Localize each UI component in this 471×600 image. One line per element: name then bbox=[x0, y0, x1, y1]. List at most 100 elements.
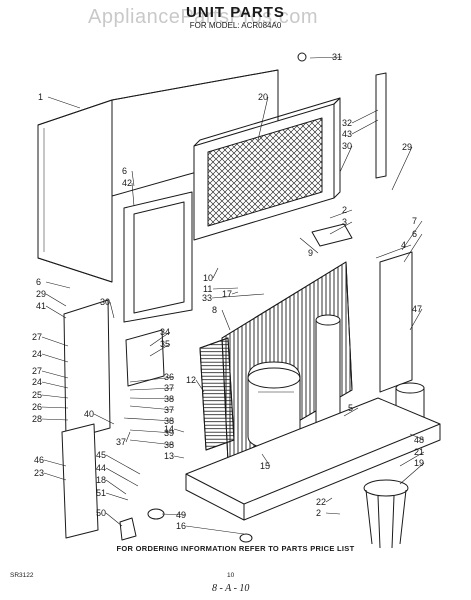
part-callout-number: 21 bbox=[414, 447, 424, 457]
callout-leader-line bbox=[43, 459, 67, 467]
part-callout-number: 6 bbox=[122, 166, 127, 176]
callout-leader-line bbox=[409, 308, 423, 331]
ordering-note: FOR ORDERING INFORMATION REFER TO PARTS … bbox=[116, 544, 355, 553]
part-callout-number: 48 bbox=[414, 435, 424, 445]
callout-leader-line bbox=[105, 479, 127, 495]
part-callout-number: 38 bbox=[164, 394, 174, 404]
part-callout-number: 11 bbox=[203, 284, 212, 294]
part-callout-number: 6 bbox=[412, 229, 417, 239]
callout-leader-line bbox=[325, 497, 333, 503]
cabinet-shell bbox=[37, 69, 279, 283]
callout-leader-line bbox=[105, 454, 141, 475]
side-strip bbox=[375, 72, 387, 179]
part-callout-number: 38 bbox=[164, 440, 174, 450]
accumulator bbox=[315, 314, 341, 434]
callout-leader-line bbox=[43, 472, 67, 481]
part-callout-number: 6 bbox=[36, 277, 41, 287]
callout-leader-line bbox=[123, 417, 175, 422]
callout-leader-line bbox=[149, 343, 171, 357]
part-callout-number: 7 bbox=[412, 216, 417, 226]
part-callout-number: 2 bbox=[316, 508, 321, 518]
handwritten-mark: 8 - A - 10 bbox=[212, 583, 250, 594]
callout-leader-line bbox=[45, 305, 67, 319]
part-callout-number: 38 bbox=[164, 416, 174, 426]
part-callout-number: 8 bbox=[212, 305, 217, 315]
callout-leader-line bbox=[329, 209, 353, 219]
callout-leader-line bbox=[221, 309, 231, 331]
part-callout-number: 12 bbox=[186, 375, 196, 385]
part-callout-number: 14 bbox=[164, 424, 174, 434]
part-callout-number: 37 bbox=[164, 405, 174, 415]
part-callout-number: 51 bbox=[96, 488, 106, 498]
part-callout-number: 36 bbox=[164, 372, 174, 382]
part-callout-number: 9 bbox=[308, 248, 313, 258]
part-callout-number: 44 bbox=[96, 463, 106, 473]
callout-leader-line bbox=[149, 331, 171, 347]
callout-leader-line bbox=[231, 291, 239, 295]
callout-leader-line bbox=[261, 453, 271, 467]
part-callout-number: 13 bbox=[164, 451, 174, 461]
part-callout-number: 31 bbox=[332, 52, 342, 62]
callout-leader-line bbox=[129, 397, 175, 400]
part-callout-number: 15 bbox=[260, 461, 270, 471]
part-callout-number: 33 bbox=[202, 293, 212, 303]
divider-panel bbox=[61, 423, 99, 539]
callout-leader-line bbox=[47, 96, 81, 109]
callout-leader-line bbox=[391, 146, 413, 191]
part-callout-number: 17 bbox=[222, 289, 232, 299]
part-callout-number: 26 bbox=[32, 402, 42, 412]
callout-leader-line bbox=[129, 429, 175, 434]
callout-leader-line bbox=[41, 336, 69, 347]
part-callout-number: 39 bbox=[164, 428, 174, 438]
part-callout-number: 3 bbox=[342, 217, 347, 227]
callout-leader-line bbox=[129, 405, 175, 411]
part-callout-number: 4 bbox=[401, 240, 406, 250]
callout-leader-line bbox=[45, 293, 67, 307]
callout-leader-line bbox=[131, 182, 135, 207]
callout-leader-line bbox=[212, 267, 219, 279]
callout-leader-line bbox=[161, 513, 187, 516]
page-subtitle: FOR MODEL: ACR084A0 bbox=[189, 21, 282, 30]
control-knob bbox=[119, 517, 137, 541]
callout-leader-line bbox=[129, 439, 175, 446]
callout-leader-line bbox=[125, 431, 131, 443]
part-callout-number: 5 bbox=[348, 403, 353, 413]
part-callout-number: 24 bbox=[32, 349, 42, 359]
callout-leader-line bbox=[41, 418, 69, 421]
part-callout-number: 2 bbox=[342, 205, 347, 215]
part-callout-number: 25 bbox=[32, 390, 42, 400]
callout-leader-line bbox=[339, 145, 353, 173]
fan-blower bbox=[363, 479, 409, 549]
callout-leader-line bbox=[45, 281, 71, 289]
part-callout-number: 34 bbox=[160, 327, 170, 337]
part-callout-number: 30 bbox=[342, 141, 352, 151]
base-pan bbox=[185, 397, 441, 521]
callout-leader-line bbox=[195, 379, 205, 393]
part-callout-number: 42 bbox=[122, 178, 132, 188]
part-callout-number: 40 bbox=[84, 409, 94, 419]
callout-leader-line bbox=[299, 237, 319, 254]
callout-leader-line bbox=[351, 119, 379, 135]
callout-leader-line bbox=[109, 301, 115, 319]
callout-leader-line bbox=[375, 244, 412, 259]
part-callout-number: 30 bbox=[100, 297, 110, 307]
callout-leader-line bbox=[129, 387, 175, 391]
part-callout-number: 24 bbox=[32, 377, 42, 387]
part-callout-number: 1 bbox=[38, 92, 43, 102]
part-callout-number: 20 bbox=[258, 92, 268, 102]
callout-leader-line bbox=[409, 433, 425, 441]
control-plate bbox=[63, 299, 111, 441]
part-callout-number: 27 bbox=[32, 332, 42, 342]
filter-frame bbox=[123, 191, 193, 323]
callout-leader-line bbox=[257, 96, 269, 141]
part-callout-number: 43 bbox=[342, 129, 352, 139]
callout-leader-line bbox=[41, 381, 69, 389]
part-callout-number: 29 bbox=[36, 289, 46, 299]
callout-leader-line bbox=[329, 221, 353, 235]
callout-leader-line bbox=[325, 512, 341, 515]
callout-leader-line bbox=[351, 109, 379, 124]
callout-leader-line bbox=[399, 451, 425, 467]
page-number: 10 bbox=[227, 572, 235, 579]
callout-leader-line bbox=[105, 467, 139, 487]
